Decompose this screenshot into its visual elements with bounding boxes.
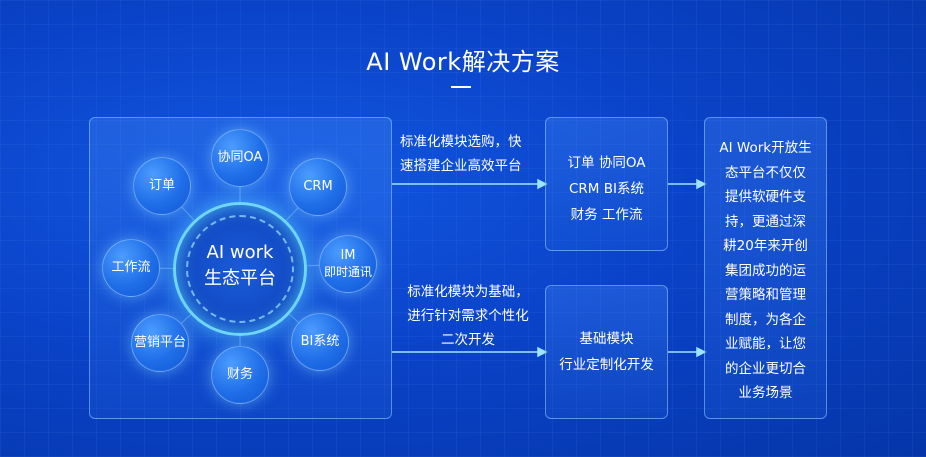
node-workflow: 工作流 xyxy=(102,239,160,297)
custom-development-line: 行业定制化开发 xyxy=(559,357,654,373)
standard-modules-box: 订单 协同OA CRM BI系统 财务 工作流 xyxy=(545,117,668,251)
node-im-label: IM xyxy=(340,248,356,263)
standard-modules-line: 订单 协同OA xyxy=(567,155,646,171)
node-crm: CRM xyxy=(289,158,347,216)
summary-line: 营策略和管理 xyxy=(725,287,806,303)
summary-line: 提供软硬件支 xyxy=(725,189,806,205)
summary-line: 的企业更切合 xyxy=(725,360,806,377)
summary-line: 态平台不仅仅 xyxy=(725,164,806,181)
node-order-label: 订单 xyxy=(148,178,175,193)
summary-box: AI Work开放生 态平台不仅仅 提供软硬件支 持，更通过深 耕20年来开创 … xyxy=(704,117,827,419)
node-workflow-label: 工作流 xyxy=(111,260,151,275)
path2-desc-line2: 进行针对需求个性化 xyxy=(407,308,529,324)
node-im-sublabel: 即时通讯 xyxy=(323,265,372,279)
center-label-line2: 生态平台 xyxy=(204,268,276,289)
arrow-group xyxy=(392,178,707,358)
path2-description: 标准化模块为基础， 进行针对需求个性化 二次开发 xyxy=(398,280,538,352)
arrow-head-box2 xyxy=(696,346,707,358)
standard-modules-line: CRM BI系统 xyxy=(569,181,644,197)
node-bi-label: BI系统 xyxy=(300,334,340,349)
node-oa-label: 协同OA xyxy=(217,150,263,165)
summary-line: AI Work开放生 xyxy=(719,140,812,156)
path2-desc-line3: 二次开发 xyxy=(441,332,495,348)
summary-line: 集团成功的运 xyxy=(725,262,806,279)
arrow-head-path2 xyxy=(537,346,548,358)
custom-development-box: 基础模块 行业定制化开发 xyxy=(545,285,668,419)
node-finance: 财务 xyxy=(211,346,269,404)
path2-desc-line1: 标准化模块为基础， xyxy=(407,284,529,300)
summary-line: 制度，为各企 xyxy=(725,311,806,328)
summary-line: 持，更通过深 xyxy=(725,213,806,230)
node-marketing: 营销平台 xyxy=(131,314,189,372)
title-underline xyxy=(451,86,471,88)
path1-desc-line2: 速搭建企业高效平台 xyxy=(400,158,522,174)
center-hub-dashed-ring xyxy=(186,215,294,323)
custom-development-line: 基础模块 xyxy=(579,331,634,347)
node-oa: 协同OA xyxy=(211,129,269,187)
node-crm-label: CRM xyxy=(303,179,333,194)
node-bi: BI系统 xyxy=(291,313,349,371)
summary-line: 耕20年来开创 xyxy=(723,238,808,254)
path1-description: 标准化模块选购，快 速搭建企业高效平台 xyxy=(400,130,540,178)
node-order: 订单 xyxy=(133,157,191,215)
center-hub-label: AI work 生态平台 xyxy=(173,240,307,292)
path1-desc-line1: 标准化模块选购，快 xyxy=(400,134,522,150)
node-marketing-label: 营销平台 xyxy=(133,335,186,350)
standard-modules-line: 财务 工作流 xyxy=(570,207,643,223)
arrow-head-box1 xyxy=(696,178,707,190)
node-finance-label: 财务 xyxy=(226,367,253,382)
node-im: IM 即时通讯 xyxy=(319,235,377,293)
summary-line: 业赋能，让您 xyxy=(725,336,806,352)
center-label-line1: AI work xyxy=(206,242,274,263)
page-title: AI Work解决方案 xyxy=(366,48,560,76)
summary-line: 业务场景 xyxy=(738,385,793,401)
arrow-head-path1 xyxy=(537,178,548,190)
